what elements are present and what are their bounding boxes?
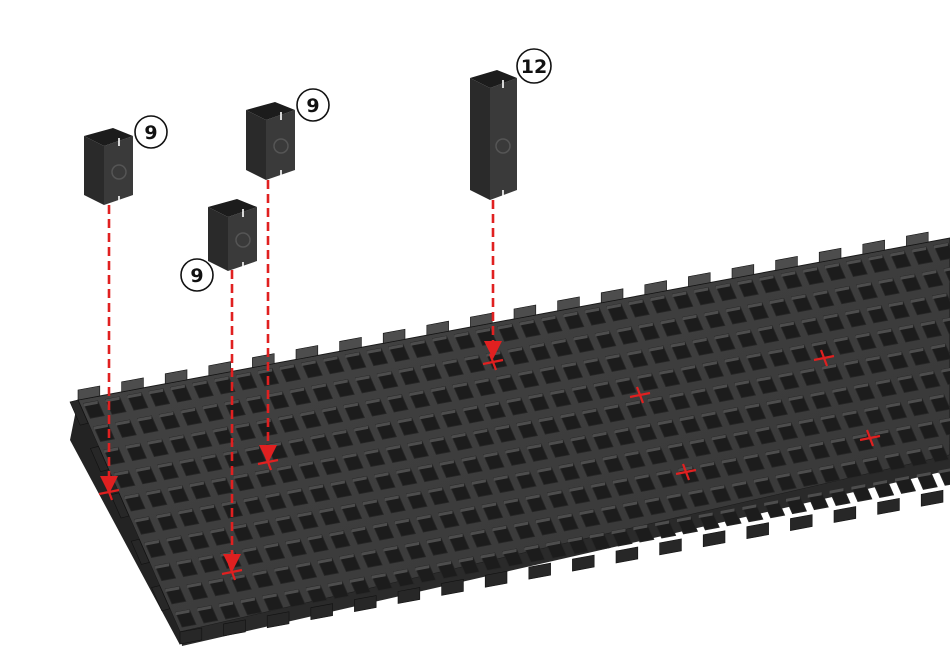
callout-label: 12 (521, 56, 547, 78)
callout-label: 9 (144, 122, 157, 144)
connector-b-side (266, 110, 295, 180)
connector-d-front (470, 78, 490, 200)
callout-connector-b: 9 (297, 89, 329, 121)
connector-b-front (246, 110, 266, 180)
connector-a-front (84, 136, 104, 205)
connector-b (246, 102, 295, 180)
callout-connector-d: 12 (517, 49, 551, 83)
connector-a-side (104, 136, 133, 205)
connector-a (84, 128, 133, 205)
callout-connector-a: 9 (135, 116, 167, 148)
callout-connector-c: 9 (181, 259, 213, 291)
callout-label: 9 (190, 265, 203, 287)
connector-c (208, 199, 257, 271)
connector-d (470, 70, 517, 200)
connector-c-front (208, 207, 228, 271)
callout-label: 9 (306, 95, 319, 117)
